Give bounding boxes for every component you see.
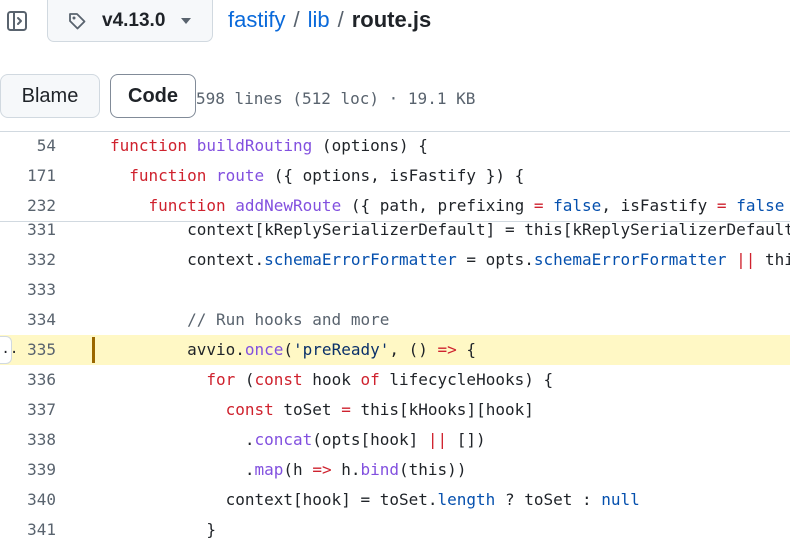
ref-label: v4.13.0: [102, 9, 166, 31]
code-text: .concat(opts[hook] || []): [110, 430, 486, 449]
sticky-code-line: 171 function route ({ options, isFastify…: [0, 161, 790, 191]
file-header: v4.13.0 fastify / lib / route.js: [0, 0, 790, 63]
line-number[interactable]: 340: [27, 490, 56, 509]
line-number[interactable]: 331: [27, 220, 56, 239]
line-number[interactable]: 335: [27, 340, 56, 359]
breadcrumb-file-name: route.js: [351, 7, 432, 32]
code-line: 332 context.schemaErrorFormatter = opts.…: [0, 245, 790, 275]
file-info: 598 lines (512 loc) · 19.1 KB: [196, 89, 476, 108]
code-viewer: 54 function buildRouting (options) { 171 f…: [0, 132, 790, 555]
code-text: for (const hook of lifecycleHooks) {: [206, 370, 554, 389]
line-number[interactable]: 341: [27, 520, 56, 539]
code-text: }: [110, 520, 216, 539]
line-number[interactable]: 334: [27, 310, 56, 329]
code-text: const toSet = this[kHooks][hook]: [225, 400, 534, 419]
line-number[interactable]: 333: [27, 280, 56, 299]
sticky-code-line: 54 function buildRouting (options) {: [0, 132, 790, 161]
code-text: function buildRouting (options) {: [110, 136, 428, 155]
line-number[interactable]: 332: [27, 250, 56, 269]
code-line: 337 const toSet = this[kHooks][hook]: [0, 395, 790, 425]
sticky-scope-header: 54 function buildRouting (options) { 171 f…: [0, 132, 790, 222]
code-line: 341 }: [0, 515, 790, 545]
code-text: .map(h => h.bind(this)): [110, 460, 467, 479]
blame-tab[interactable]: Blame: [21, 84, 79, 107]
breadcrumb-repo-link[interactable]: fastify: [228, 7, 286, 32]
file-toolbar: Code Blame 598 lines (512 loc) · 19.1 KB: [0, 62, 790, 132]
code-line: 339 .map(h => h.bind(this)): [0, 455, 790, 485]
code-text: avvio.once('preReady', () => {: [110, 340, 477, 359]
line-number[interactable]: 338: [27, 430, 56, 449]
breadcrumb-dir-link[interactable]: lib: [307, 7, 330, 32]
code-text: function addNewRoute ({ path, prefixing …: [148, 196, 785, 215]
code-line: 333: [0, 275, 790, 305]
code-text: // Run hooks and more: [110, 310, 390, 329]
highlight-bar: [92, 337, 95, 363]
breadcrumb-separator: /: [293, 7, 300, 32]
code-text: context.schemaErrorFormatter = opts.sche…: [110, 250, 790, 269]
sticky-code-line: 232 function addNewRoute ({ path, prefix…: [0, 191, 790, 221]
line-number[interactable]: 336: [27, 370, 56, 389]
code-line: 336 for (const hook of lifecycleHooks) {: [0, 365, 790, 395]
breadcrumb-separator: /: [337, 7, 344, 32]
tag-icon: [66, 10, 88, 32]
code-text: context[kReplySerializerDefault] = this[…: [110, 220, 790, 239]
triangle-down-icon: [179, 14, 193, 28]
line-number[interactable]: 232: [27, 196, 56, 215]
code-line: 334 // Run hooks and more: [0, 305, 790, 335]
code-line: 340 context[hook] = toSet.length ? toSet…: [0, 485, 790, 515]
line-number[interactable]: 54: [36, 136, 56, 155]
line-number[interactable]: 339: [27, 460, 56, 479]
code-text: context[hook] = toSet.length ? toSet : n…: [110, 490, 640, 509]
sidebar-expand-icon[interactable]: [4, 8, 30, 34]
breadcrumb: fastify / lib / route.js: [228, 7, 431, 33]
code-tab[interactable]: Code: [110, 74, 196, 118]
code-line: 331 context[kReplySerializerDefault] = t…: [0, 215, 790, 245]
view-mode-toggle: Code Blame: [0, 74, 196, 118]
code-line: 338 .concat(opts[hook] || []): [0, 425, 790, 455]
line-number[interactable]: 171: [27, 166, 56, 185]
ref-selector-button[interactable]: v4.13.0: [47, 0, 213, 42]
code-line: ...335 avvio.once('preReady', () => {: [0, 335, 790, 365]
code-text: function route ({ options, isFastify }) …: [129, 166, 525, 185]
line-number[interactable]: 337: [27, 400, 56, 419]
